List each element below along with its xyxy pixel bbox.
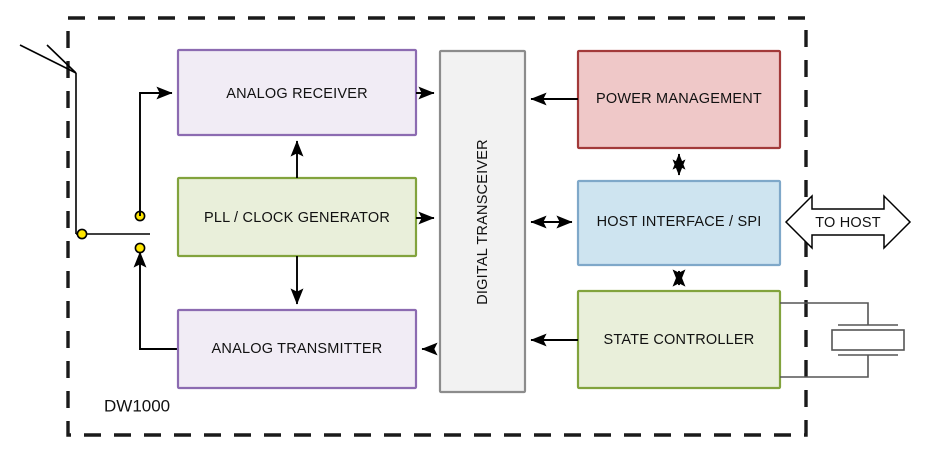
antenna-feed-node <box>76 228 88 240</box>
host-interface-spi-box[interactable] <box>576 179 782 267</box>
analog-transmitter-label: ANALOG TRANSMITTER <box>212 341 383 357</box>
state-controller-label: STATE CONTROLLER <box>604 332 755 348</box>
to-host-arrow: TO HOST <box>784 194 912 250</box>
block-analog-transmitter[interactable]: ANALOG TRANSMITTER <box>176 308 418 390</box>
crystal-body <box>831 329 905 351</box>
tx-switch-node <box>134 242 146 254</box>
pll-clock-generator-label: PLL / CLOCK GENERATOR <box>204 210 390 226</box>
antenna-symbol <box>19 44 150 235</box>
connector-antenna-to-receiver <box>139 86 173 216</box>
to-host-label: TO HOST <box>815 215 881 231</box>
block-power-management[interactable]: POWER MANAGEMENT <box>576 49 782 150</box>
block-state-controller[interactable]: STATE CONTROLLER <box>576 289 782 390</box>
host-interface-spi-label: HOST INTERFACE / SPI <box>597 214 762 230</box>
digital-transceiver-box[interactable] <box>438 49 527 394</box>
connector-transmitter-to-antenna <box>133 251 178 350</box>
block-analog-receiver[interactable]: ANALOG RECEIVER <box>176 48 418 137</box>
digital-transceiver-label: DIGITAL TRANSCEIVER <box>475 139 491 304</box>
block-host-interface-spi[interactable]: HOST INTERFACE / SPI <box>576 179 782 267</box>
block-digital-transceiver[interactable]: DIGITAL TRANSCEIVER <box>438 49 527 394</box>
block-pll-clock-generator[interactable]: PLL / CLOCK GENERATOR <box>176 176 418 258</box>
analog-transmitter-box[interactable] <box>176 308 418 390</box>
analog-receiver-label: ANALOG RECEIVER <box>226 86 368 102</box>
crystal-oscillator-symbol <box>780 302 905 378</box>
rf-switch-node <box>134 210 146 254</box>
power-management-label: POWER MANAGEMENT <box>596 91 762 107</box>
chip-name-label: DW1000 <box>104 396 170 415</box>
